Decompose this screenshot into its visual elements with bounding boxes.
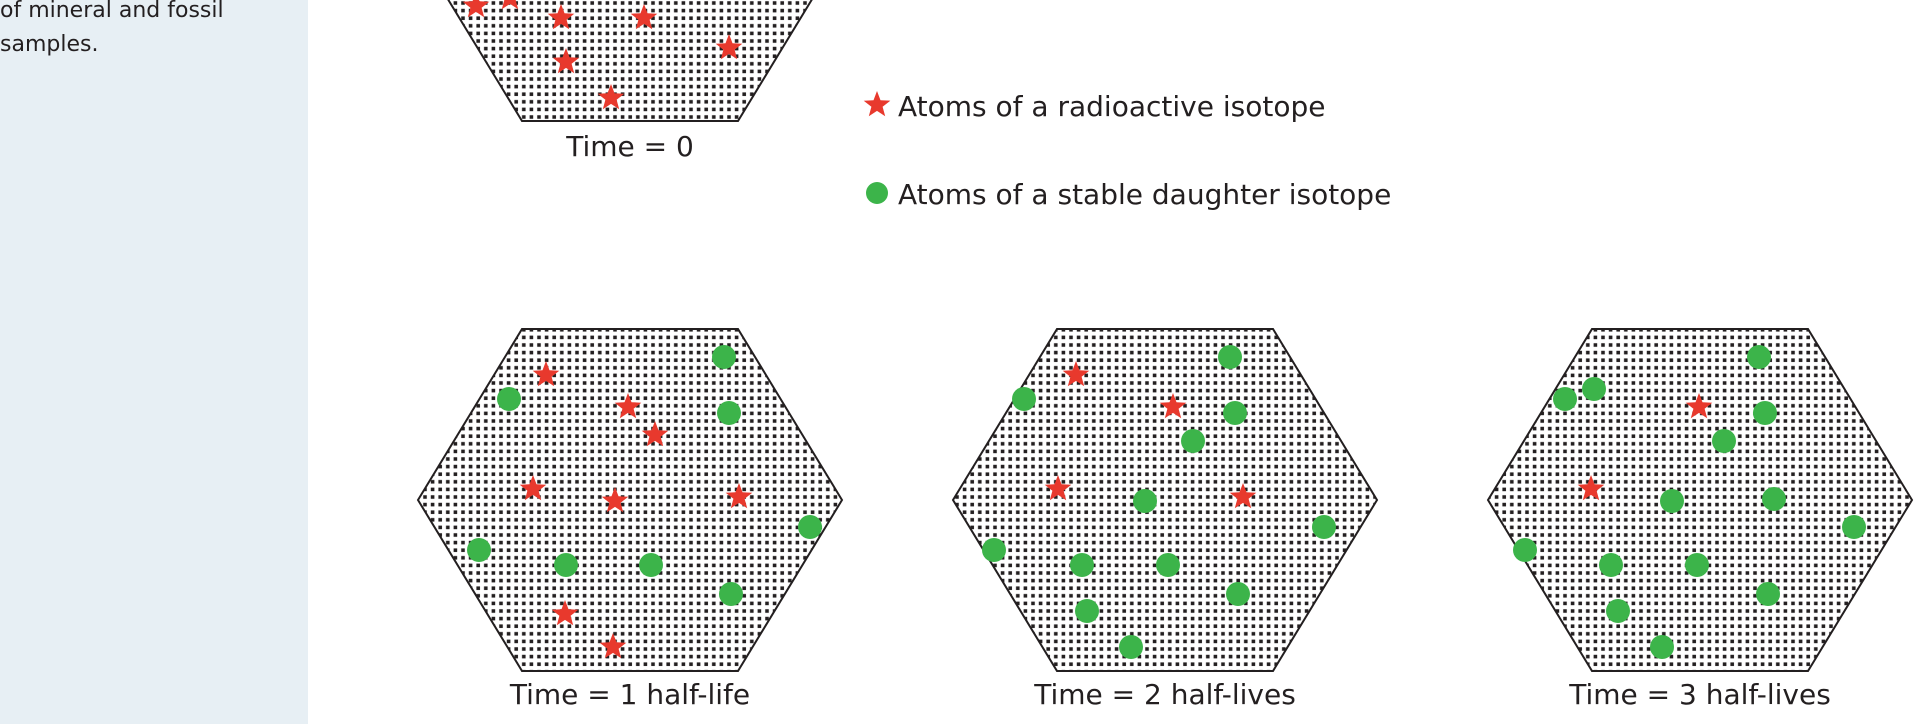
stable-atom-dot: [467, 538, 491, 562]
panel-caption-time-2: Time = 2 half-lives: [1034, 678, 1296, 711]
sidebar-text: of mineral and fossil samples.: [0, 0, 224, 57]
mineral-sample-hexagon: [447, 0, 813, 122]
radioactive-atom-star: [501, 0, 519, 10]
stable-atom-dot: [798, 515, 822, 539]
radioactive-atom-star: [1685, 393, 1713, 419]
stable-atom-dot: [1685, 553, 1709, 577]
radioactive-atom-star: [641, 421, 669, 447]
stable-atom-dot: [1312, 515, 1336, 539]
legend-radioactive-label: Atoms of a radioactive isotope: [898, 90, 1326, 123]
panel-caption-time-3: Time = 3 half-lives: [1569, 678, 1831, 711]
stable-atom-dot: [1842, 515, 1866, 539]
mineral-sample-hexagon: [951, 328, 1379, 672]
stable-atom-dot: [1156, 553, 1180, 577]
radioactive-atom-star: [547, 4, 575, 30]
stable-atom-dot: [1218, 345, 1242, 369]
panel-caption-time-0: Time = 0: [566, 130, 694, 163]
stable-atom-dot: [719, 582, 743, 606]
stable-atom-dot: [1660, 489, 1684, 513]
stable-atom-dot: [1133, 489, 1157, 513]
stable-atom-dot: [982, 538, 1006, 562]
radioactive-atom-star: [552, 48, 580, 74]
radioactive-atom-star: [614, 393, 642, 419]
radioactive-atom-star: [601, 487, 629, 513]
stable-atom-dot: [1226, 582, 1250, 606]
stable-atom-dot: [1599, 553, 1623, 577]
legend-radioactive: Atoms of a radioactive isotope: [862, 90, 1325, 123]
stable-atom-dot: [1553, 387, 1577, 411]
legend-stable-label: Atoms of a stable daughter isotope: [898, 178, 1392, 211]
radioactive-atom-star: [725, 483, 753, 509]
radioactive-decay-diagram: Time = 0 Time = 1 half-life Time = 2 hal…: [308, 0, 1931, 724]
stable-atom-dot: [1223, 401, 1247, 425]
stable-atom-dot: [1650, 635, 1674, 659]
stable-atom-dot: [1582, 377, 1606, 401]
stable-atom-dot: [1181, 429, 1205, 453]
stable-atom-dot: [554, 553, 578, 577]
radioactive-atom-star: [1062, 361, 1090, 387]
stable-atom-dot: [1762, 487, 1786, 511]
mineral-sample-hexagon: [1486, 328, 1914, 672]
stable-atom-dot: [1075, 599, 1099, 623]
stable-atom-dot: [639, 553, 663, 577]
stable-atom-dot: [1012, 387, 1036, 411]
radioactive-atom-star: [630, 4, 658, 30]
sidebar: of mineral and fossil samples.: [0, 0, 308, 724]
stable-atom-dot: [1119, 635, 1143, 659]
radioactive-atom-star: [1577, 475, 1605, 501]
stable-atom-dot: [1756, 582, 1780, 606]
radioactive-atom-star: [462, 0, 490, 18]
radioactive-atom-star: [532, 361, 560, 387]
radioactive-atom-star: [599, 633, 627, 659]
stable-atom-dot: [717, 401, 741, 425]
stable-atom-dot: [712, 345, 736, 369]
stable-atom-dot: [1712, 429, 1736, 453]
radioactive-atom-star: [519, 475, 547, 501]
radioactive-atom-star: [715, 34, 743, 60]
panel-caption-time-1: Time = 1 half-life: [509, 678, 751, 711]
legend-stable: Atoms of a stable daughter isotope: [862, 178, 1391, 211]
stable-atom-dot: [1513, 538, 1537, 562]
stable-atom-dot: [497, 387, 521, 411]
radioactive-atom-star: [1044, 475, 1072, 501]
stable-atom-dot: [1747, 345, 1771, 369]
radioactive-atom-star: [597, 84, 625, 110]
stable-atom-dot: [1606, 599, 1630, 623]
mineral-sample-hexagon: [416, 328, 844, 672]
radioactive-atom-star: [551, 600, 579, 626]
stable-atom-dot: [1070, 553, 1094, 577]
stable-atom-dot: [1753, 401, 1777, 425]
radioactive-atom-star: [1229, 483, 1257, 509]
diagram-canvas: [416, 0, 1914, 672]
radioactive-atom-star: [1159, 393, 1187, 419]
